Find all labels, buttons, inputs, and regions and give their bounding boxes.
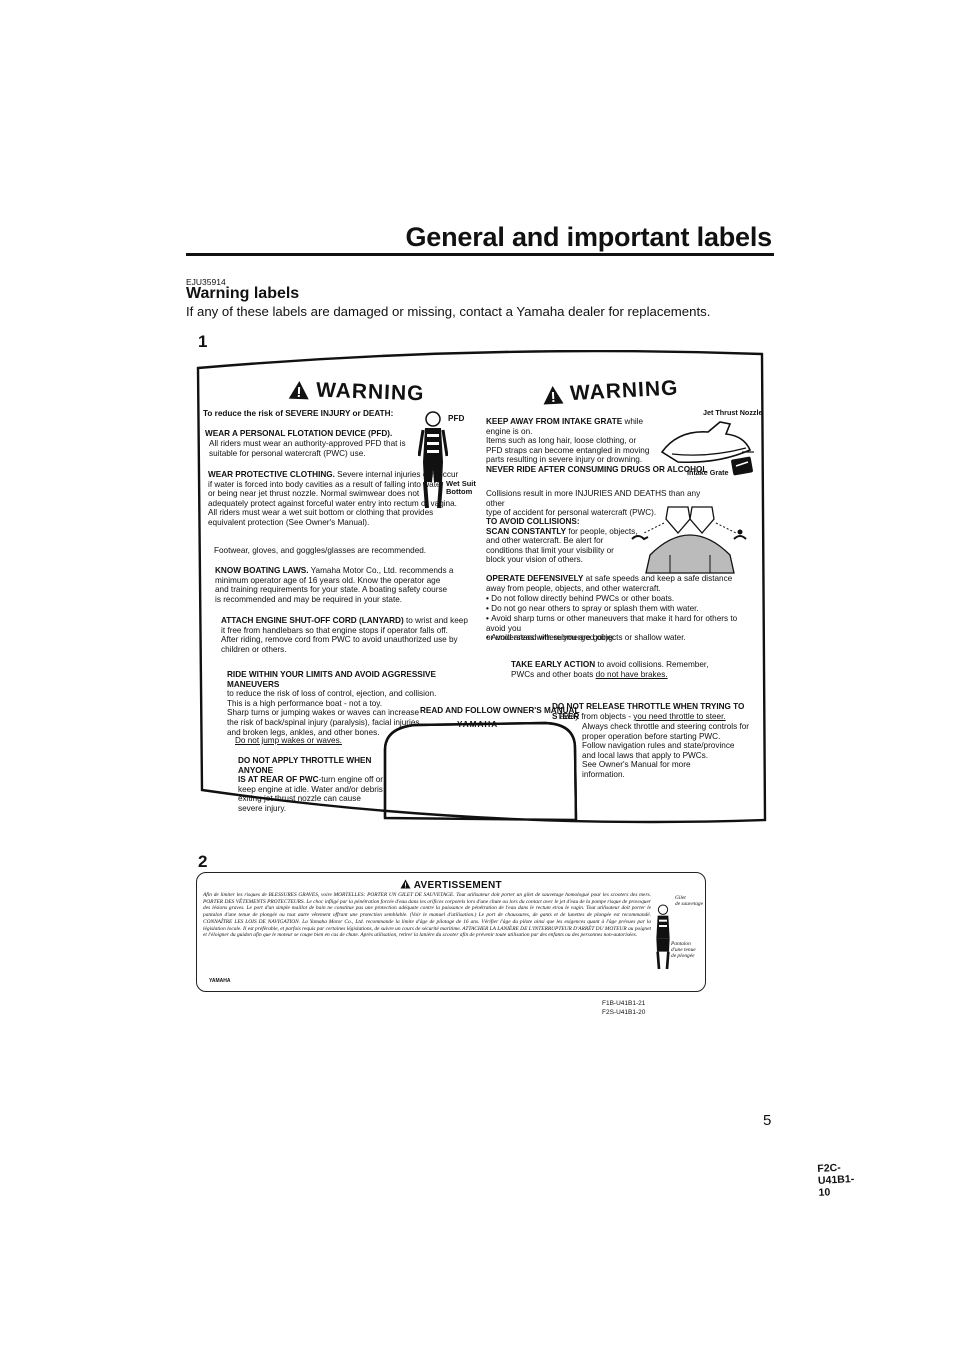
wetsuit-label: Wet Suit Bottom xyxy=(446,479,476,496)
label-2-code-a: F1B-U41B1-21 xyxy=(602,1000,646,1007)
avertissement-title: AVERTISSEMENT xyxy=(197,879,705,891)
section-code: EJU35914 xyxy=(186,277,226,287)
intake-grate-label: Intake Grate xyxy=(687,468,729,477)
release-line: away from objects - you need throttle to… xyxy=(560,712,726,721)
throttle-section: DO NOT APPLY THROTTLE WHEN ANYONE IS AT … xyxy=(238,756,383,813)
page-title: General and important labels xyxy=(405,222,773,252)
limits-underline: Do not jump wakes or waves. xyxy=(235,736,342,745)
jetski-illustration xyxy=(660,421,754,476)
read-manual: READ AND FOLLOW OWNER'S MANUAL xyxy=(420,706,580,715)
early-action-section: TAKE EARLY ACTION to avoid collisions. R… xyxy=(511,660,709,679)
warning-triangle-icon xyxy=(288,381,309,400)
warning-label-1: WARNING WARNING To reduce the risk of SE… xyxy=(190,350,854,1199)
bullet-2: • Do not go near others to spray or spla… xyxy=(486,604,699,613)
warning-banner-left: WARNING xyxy=(288,378,425,407)
drugs-warning: NEVER RIDE AFTER CONSUMING DRUGS OR ALCO… xyxy=(486,465,708,474)
collision-scan-illustration xyxy=(631,506,747,574)
pants-label: Pantalon d'une tenue de plongée xyxy=(671,941,696,959)
warning-triangle-icon xyxy=(543,386,564,405)
rider-vest-figure xyxy=(656,904,670,970)
footwear-text: Footwear, gloves, and goggles/glasses ar… xyxy=(214,546,427,555)
label-number-2: 2 xyxy=(198,852,208,871)
page-number: 5 xyxy=(763,1112,772,1129)
limits-section: RIDE WITHIN YOUR LIMITS AND AVOID AGGRES… xyxy=(227,670,437,737)
cord-section: ATTACH ENGINE SHUT-OFF CORD (LANYARD) to… xyxy=(221,616,468,654)
label-2-code-b: F2S-U41B1-20 xyxy=(602,1009,646,1016)
brand-yamaha-small: YAMAHA xyxy=(209,978,231,984)
jet-nozzle-label: Jet Thrust Nozzle xyxy=(703,408,763,417)
release-text: Always check throttle and steering contr… xyxy=(582,722,750,779)
section-heading: Warning labels xyxy=(186,285,300,302)
left-intro: To reduce the risk of SEVERE INJURY or D… xyxy=(203,409,394,418)
brand-yamaha: YAMAHA xyxy=(457,720,499,729)
title-rule xyxy=(186,253,774,256)
pfd-label: PFD xyxy=(448,414,465,423)
label-1-outline xyxy=(196,350,767,824)
intro-text: If any of these labels are damaged or mi… xyxy=(186,304,711,319)
collisions-text: Collisions result in more INJURIES AND D… xyxy=(486,489,701,518)
warning-label-2-french: AVERTISSEMENT Afin de limiter les risque… xyxy=(196,872,706,992)
pfd-text: All riders must wear an authority-approv… xyxy=(209,439,406,458)
avoid-section: TO AVOID COLLISIONS: SCAN CONSTANTLY for… xyxy=(486,517,638,565)
bullet-1: • Do not follow directly behind PWCs or … xyxy=(486,594,675,603)
bullet-4: • Avoid areas with submerged objects or … xyxy=(486,633,686,642)
warning-banner-right: WARNING xyxy=(541,376,679,407)
part-code: F2C-U41B1-10 xyxy=(817,1161,855,1199)
bullet-3: • Avoid sharp turns or other maneuvers t… xyxy=(486,614,738,643)
vest-label: Gilet de sauvetage xyxy=(675,895,703,907)
grate-section: KEEP AWAY FROM INTAKE GRATE while engine… xyxy=(486,417,650,465)
release-title: DO NOT RELEASE THROTTLE WHEN TRYING TO S… xyxy=(552,702,745,721)
laws-section: KNOW BOATING LAWS. Yamaha Motor Co., Ltd… xyxy=(215,566,454,604)
label-number-1: 1 xyxy=(198,332,208,351)
rider-pfd-figure xyxy=(418,411,448,509)
pfd-section: WEAR A PERSONAL FLOTATION DEVICE (PFD). xyxy=(205,429,393,438)
avertissement-text: Afin de limiter les risques de BLESSURES… xyxy=(203,892,651,939)
warning-triangle-icon xyxy=(400,879,411,889)
operate-section: OPERATE DEFENSIVELY at safe speeds and k… xyxy=(486,574,733,593)
